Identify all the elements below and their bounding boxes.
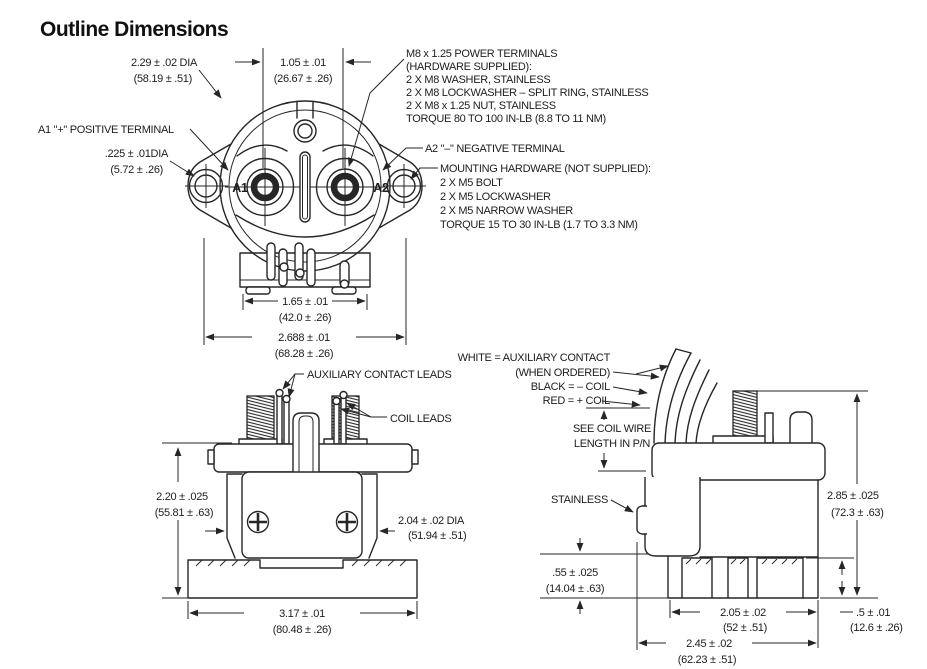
dim-terminal-spacing-line2: (26.67 ± .26) (274, 73, 332, 85)
dim-terminal-spacing-line1: 1.05 ± .01 (280, 57, 326, 69)
dim-foot-height-line2: (12.6 ± .26) (850, 622, 903, 634)
upper-right-rim-arc (322, 144, 374, 157)
wire-note-line3: BLACK = – COIL (531, 381, 610, 393)
coil-wires (653, 348, 718, 444)
dim-feet-span-line2: (52 ± .51) (723, 622, 767, 634)
dim-feet-span-line1: 2.05 ± .02 (720, 607, 766, 619)
power-note-line6: TORQUE 80 TO 100 IN-LB (8.8 TO 11 NM) (406, 113, 606, 125)
dim-body-dia-line1: 2.29 ± .02 DIA (131, 57, 198, 69)
dim-base-width-line1: 1.65 ± .01 (282, 296, 328, 308)
dim-foot-height-line1: .5 ± .01 (856, 607, 890, 619)
power-note-line3: 2 X M8 WASHER, STAINLESS (406, 74, 550, 86)
cap-tab-left (207, 449, 215, 465)
phillips-screw (335, 510, 359, 534)
side-view-annotations: WHITE = AUXILIARY CONTACT (WHEN ORDERED)… (458, 352, 903, 666)
lower-rim-arc (235, 214, 375, 238)
coil-wire-note-line2: LENGTH IN P/N (574, 438, 651, 450)
mounting-base (187, 559, 418, 599)
top-view-drawing: A1 A2 (185, 100, 426, 295)
dim-side-height-line2: (72.3 ± .63) (831, 507, 884, 519)
body-outer-circle (219, 100, 391, 272)
side-view-drawing (636, 348, 826, 599)
dim-front-dia-line1: 2.04 ± .02 DIA (398, 515, 465, 527)
dim-mount-hole-line1: .225 ± .01DIA (105, 148, 169, 160)
coil-leads-label: COIL LEADS (390, 413, 451, 425)
small-lead-post (764, 412, 774, 444)
dim-overall-width-line2: (68.28 ± .26) (275, 348, 333, 360)
wire-note-line1: WHITE = AUXILIARY CONTACT (458, 352, 611, 364)
phillips-screw (246, 510, 270, 534)
stainless-label: STAINLESS (551, 494, 608, 506)
power-note-line1: M8 x 1.25 POWER TERMINALS (406, 48, 557, 60)
dim-height-line2: (55.81 ± .63) (155, 507, 213, 519)
side-body-edges (667, 479, 819, 599)
left-power-stud (246, 395, 275, 445)
terminal-a1-label: A1 (232, 181, 248, 195)
power-terminals-note: M8 x 1.25 POWER TERMINALS (HARDWARE SUPP… (347, 48, 649, 167)
base-foot (245, 286, 271, 295)
dim-bracket-line2: (14.04 ± .63) (546, 583, 604, 595)
wire-note-line4: RED = + COIL (543, 395, 610, 407)
front-view-drawing (187, 388, 419, 599)
bottom-lead-pins (266, 242, 350, 289)
dim-overall-width-line1: 2.688 ± .01 (278, 332, 330, 344)
coil-body (241, 471, 363, 559)
coil-wire-note-line1: SEE COIL WIRE (573, 423, 651, 435)
body-inner-rim (228, 109, 382, 263)
dim-depth-line1: 2.45 ± .02 (686, 638, 732, 650)
top-view-annotations: 2.29 ± .02 DIA (58.19 ± .51) 1.05 ± .01 … (38, 48, 651, 360)
dim-base-width-line2: (42.0 ± .26) (279, 312, 332, 324)
side-power-stud (732, 390, 758, 443)
mount-note-line3: 2 X M5 LOCKWASHER (440, 191, 551, 203)
coil-lead-pins (332, 390, 348, 445)
mount-note-line1: MOUNTING HARDWARE (NOT SUPPLIED): (440, 163, 651, 175)
mounting-hardware-note: MOUNTING HARDWARE (NOT SUPPLIED): 2 X M5… (410, 163, 651, 231)
negative-terminal-label: A2 "–" NEGATIVE TERMINAL (425, 143, 565, 155)
terminal-a2-graphic (305, 148, 385, 226)
mount-note-line2: 2 X M5 BOLT (440, 177, 503, 189)
aux-leads-label: AUXILIARY CONTACT LEADS (307, 369, 452, 381)
positive-terminal-label: A1 "+" POSITIVE TERMINAL (38, 124, 174, 136)
round-post (789, 411, 813, 443)
upper-left-rim-arc (236, 144, 288, 157)
dim-front-base-line2: (80.48 ± .26) (273, 624, 331, 636)
dim-front-dia-line2: (51.94 ± .51) (408, 530, 466, 542)
terminal-a2-label: A2 (373, 181, 389, 195)
mount-note-line4: 2 X M5 NARROW WASHER (440, 205, 573, 217)
aux-contact-lead-pins (275, 388, 291, 445)
wire-note-line2: (WHEN ORDERED) (515, 367, 610, 379)
dim-depth-line2: (62.23 ± .51) (678, 654, 736, 666)
power-note-line2: (HARDWARE SUPPLIED): (406, 61, 532, 73)
power-note-line5: 2 X M8 x 1.25 NUT, STAINLESS (406, 100, 556, 112)
dim-front-base-line1: 3.17 ± .01 (279, 608, 325, 620)
cap-tab-right (411, 449, 419, 465)
page-title: Outline Dimensions (40, 18, 228, 41)
side-cap (651, 442, 826, 481)
top-vent-hole (293, 119, 317, 143)
side-feet (681, 557, 804, 599)
body-flanges (226, 473, 378, 559)
stainless-bracket (636, 505, 647, 535)
dim-mount-hole-line2: (5.72 ± .26) (110, 164, 163, 176)
dim-height-line1: 2.20 ± .025 (156, 491, 208, 503)
terminal-a1-graphic (225, 148, 305, 226)
side-cylinder (644, 477, 701, 557)
mount-note-line5: TORQUE 15 TO 30 IN-LB (1.7 TO 3.3 NM) (440, 219, 638, 231)
dim-side-height-line1: 2.85 ± .025 (827, 490, 879, 502)
front-view-annotations: AUXILIARY CONTACT LEADS COIL LEADS 2.20 … (155, 369, 467, 636)
dim-body-dia-line2: (58.19 ± .51) (134, 73, 192, 85)
center-post (292, 412, 320, 472)
base-plate (239, 252, 371, 288)
dim-bracket-line1: .55 ± .025 (552, 567, 598, 579)
center-slot (299, 151, 311, 223)
power-note-line4: 2 X M8 LOCKWASHER – SPLIT RING, STAINLES… (406, 87, 648, 99)
